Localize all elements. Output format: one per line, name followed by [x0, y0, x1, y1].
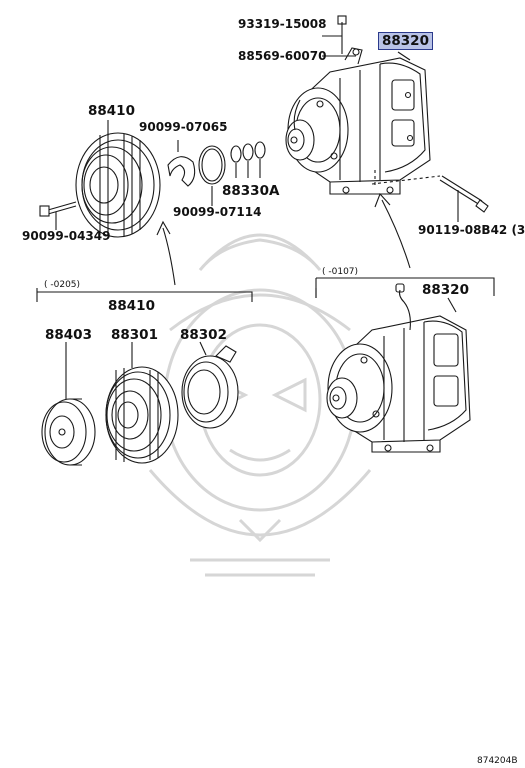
- label-90099-04349: 90099-04349: [22, 229, 111, 243]
- label-90099-07065: 90099-07065: [139, 120, 228, 134]
- compressor-bottom: [326, 283, 471, 453]
- label-90119-08b42: 90119-08B42 (3): [418, 223, 525, 237]
- diagram-id: 874204B: [477, 756, 518, 766]
- label-88301: 88301: [111, 327, 158, 343]
- clutch-pulley-top: [75, 132, 161, 238]
- line-art: [36, 15, 495, 466]
- label-88302: 88302: [180, 327, 227, 343]
- coil-88302: [181, 345, 239, 429]
- label-90099-07114: 90099-07114: [173, 205, 262, 219]
- range-label-right: ( -0107): [322, 267, 359, 277]
- label-88410-top: 88410: [88, 103, 135, 119]
- label-93319-15008: 93319-15008: [238, 17, 327, 31]
- label-88330a: 88330A: [222, 183, 280, 199]
- label-88320-bottom: 88320: [422, 282, 469, 298]
- compressor-top: [285, 47, 431, 195]
- label-88320-highlighted[interactable]: 88320: [378, 32, 433, 50]
- label-88410-bottom: 88410: [108, 298, 155, 314]
- range-label-left: ( -0205): [44, 280, 81, 290]
- pulley-88301: [105, 366, 179, 464]
- label-88403: 88403: [45, 327, 92, 343]
- label-88569-60070: 88569-60070: [238, 49, 327, 63]
- clutch-hub-88403: [41, 398, 96, 466]
